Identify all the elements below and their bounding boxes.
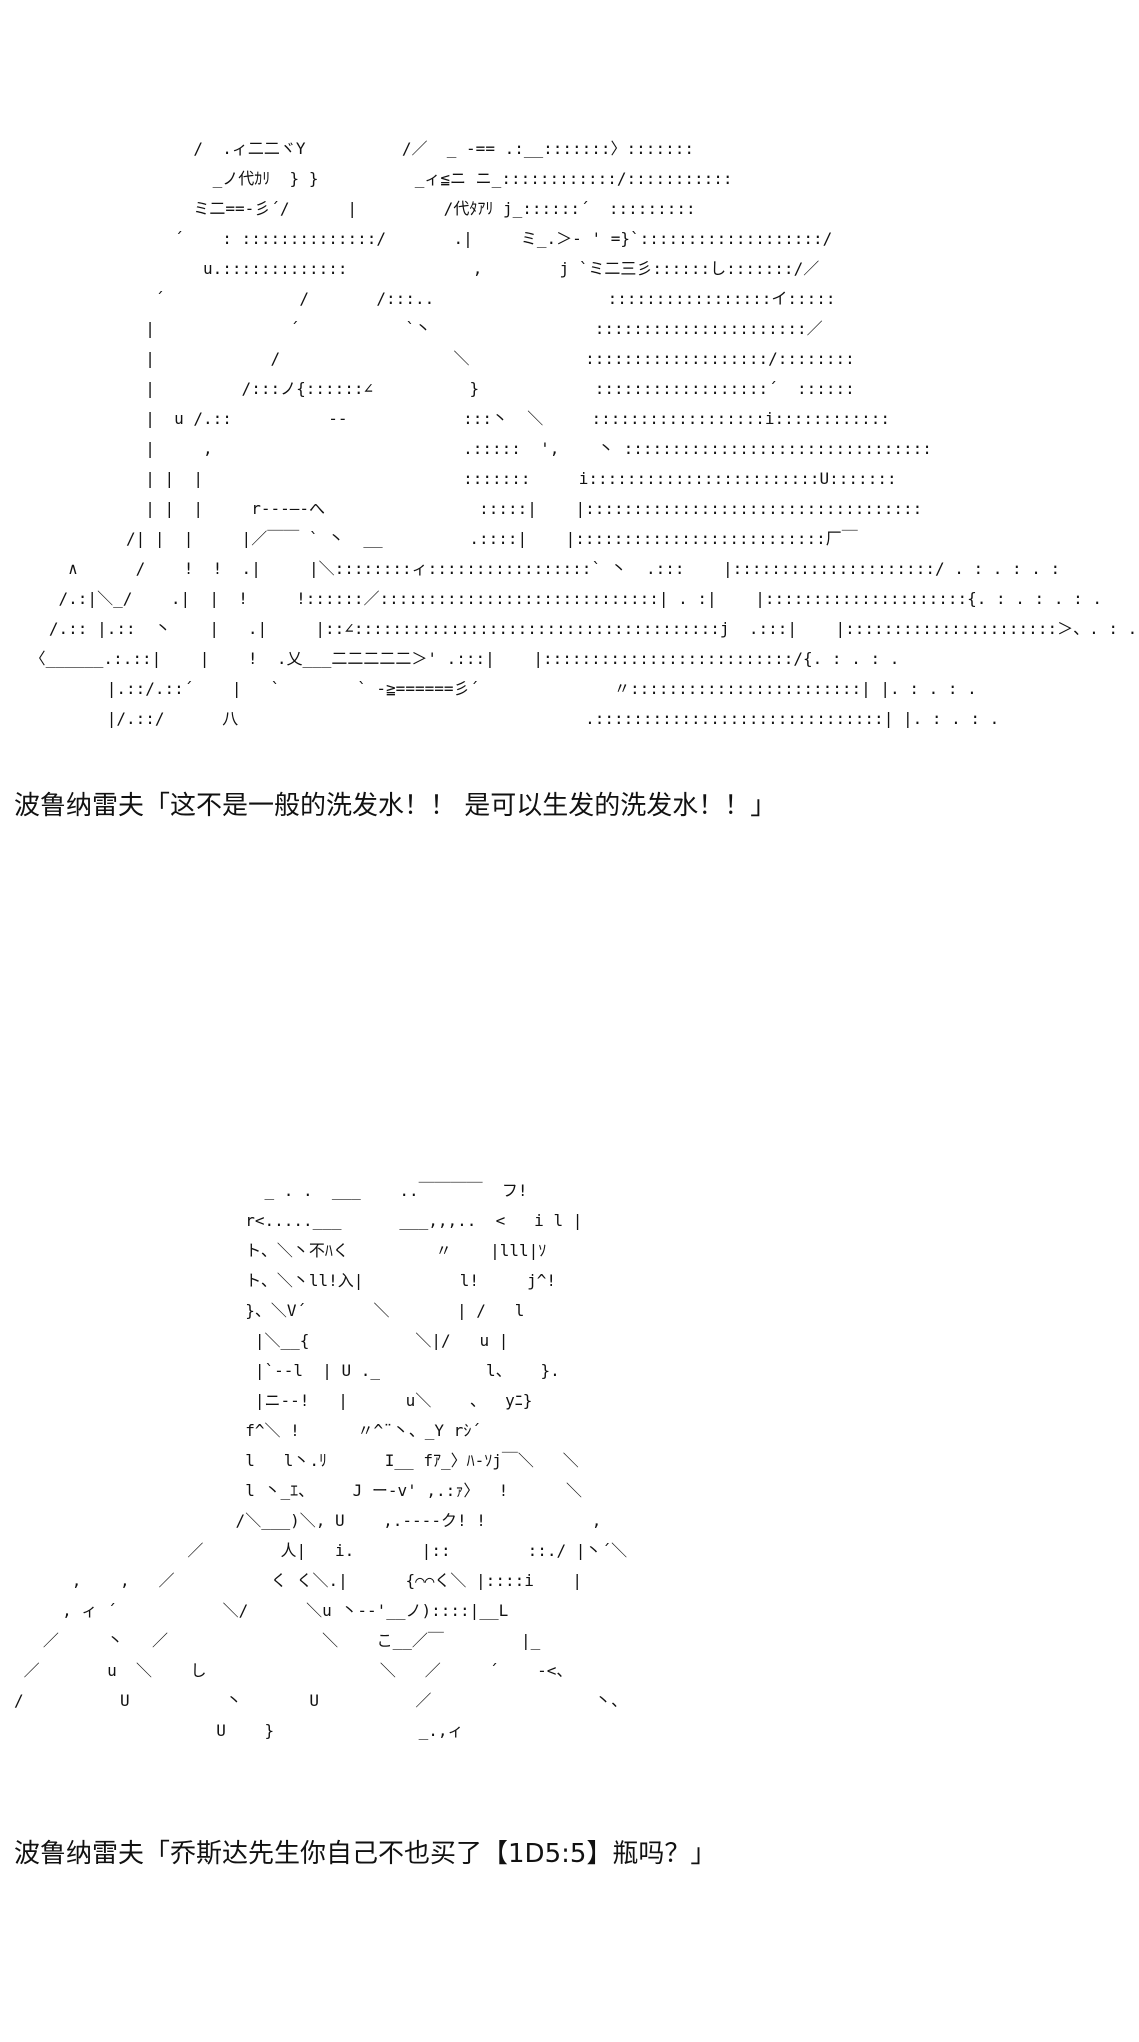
dialogue-line-1: 波鲁纳雷夫「这不是一般的洗发水！！ 是可以生发的洗发水！！」: [14, 791, 777, 821]
ascii-art-panel-2: _ . . ___ ..￣￣￣￣ フ! r<.....___ ___,,,.. …: [14, 1181, 628, 1740]
ascii-art-panel-1: / .ィ二二ヾY /／ _ -== .:__:::::::〉::::::: _ノ…: [29, 139, 1138, 728]
dialogue-line-2: 波鲁纳雷夫「乔斯达先生你自己不也买了【1D5:5】瓶吗？」: [14, 1839, 717, 1869]
